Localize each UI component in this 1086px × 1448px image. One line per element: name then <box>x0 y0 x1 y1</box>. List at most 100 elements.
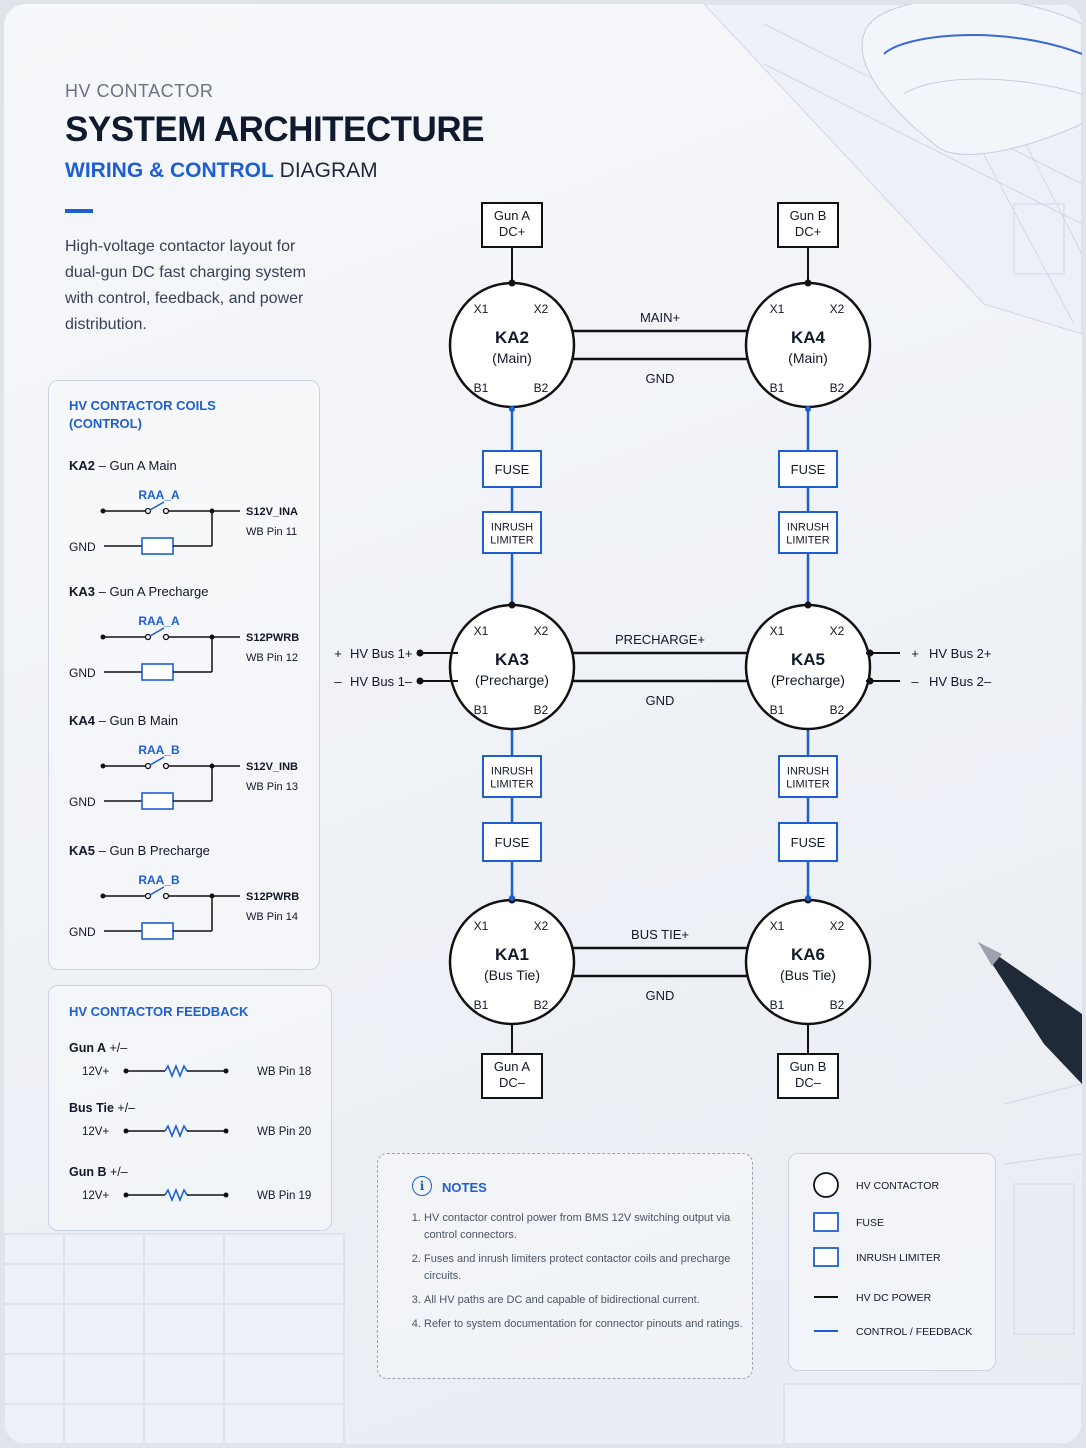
link-bottom-label: GND <box>646 371 675 386</box>
terminal-b1: B1 <box>474 703 489 717</box>
contactor-id: KA3 <box>495 650 529 669</box>
legend-label: HV DC POWER <box>856 1292 932 1304</box>
signal-label: S12PWRB <box>246 632 299 644</box>
inrush-label: LIMITER <box>490 779 533 791</box>
coil-heading: KA4 – Gun B Main <box>69 713 178 728</box>
terminal-b2: B2 <box>534 381 549 395</box>
bus-label: HV Bus 1– <box>350 674 413 689</box>
blueprint-background <box>4 4 1082 1444</box>
terminal-x1: X1 <box>770 624 785 638</box>
pin-label: WB Pin 12 <box>246 652 298 664</box>
feedback-dot <box>223 1068 229 1074</box>
inrush-label: INRUSH <box>491 766 533 778</box>
terminal-dot <box>804 601 812 609</box>
accent-bar <box>65 209 93 213</box>
page-subtitle: WIRING & CONTROL DIAGRAM <box>65 159 378 183</box>
inrush-box <box>778 755 838 798</box>
terminal-b1: B1 <box>474 998 489 1012</box>
subtitle-rest: DIAGRAM <box>279 159 378 182</box>
inrush-label: LIMITER <box>490 535 533 547</box>
feedback-title: HV CONTACTOR FEEDBACK <box>69 1004 249 1019</box>
legend-label: CONTROL / FEEDBACK <box>856 1326 972 1338</box>
legend-inrush-icon <box>813 1247 839 1267</box>
fuse-box <box>482 822 542 862</box>
bus-dot <box>416 677 424 685</box>
coil-dot <box>100 893 106 899</box>
feedback-heading: Gun A +/– <box>69 1041 127 1055</box>
signal-label: S12V_INB <box>246 761 298 773</box>
coil-desc: – Gun B Main <box>95 713 178 728</box>
terminal-b2: B2 <box>830 998 845 1012</box>
legend-label: HV CONTACTOR <box>856 1180 939 1192</box>
switch-contact <box>144 507 152 515</box>
feedback-heading: Gun B +/– <box>69 1165 128 1179</box>
coil-dot <box>100 508 106 514</box>
coil-desc: – Gun A Precharge <box>95 584 208 599</box>
terminal-label: Gun B <box>790 1059 827 1074</box>
bus-sign: – <box>911 674 919 689</box>
terminal-dot <box>804 279 812 287</box>
resistor-symbol <box>164 1123 188 1139</box>
gnd-label: GND <box>69 666 96 680</box>
feedback-dot <box>223 1192 229 1198</box>
coil-desc: – Gun A Main <box>95 458 177 473</box>
contactor-id: KA5 <box>791 650 825 669</box>
coil-heading: KA5 – Gun B Precharge <box>69 843 210 858</box>
resistor-symbol <box>164 1187 188 1203</box>
switch-arm <box>149 756 165 766</box>
coils-title: (CONTROL) <box>69 416 142 431</box>
feedback-src: 12V+ <box>82 1126 109 1138</box>
control-dot <box>805 895 811 901</box>
link-top-label: MAIN+ <box>640 310 680 325</box>
feedback-src: 12V+ <box>82 1066 109 1078</box>
signal-label: S12V_INA <box>246 506 298 518</box>
switch-arm <box>149 627 165 637</box>
terminal-x1: X1 <box>474 919 489 933</box>
terminal-b1: B1 <box>770 381 785 395</box>
terminal-label: Gun B <box>790 208 827 223</box>
coil-heading: KA2 – Gun A Main <box>69 458 177 473</box>
terminal-b1: B1 <box>770 998 785 1012</box>
feedback-name: Gun B <box>69 1165 107 1179</box>
fuse-box <box>778 822 838 862</box>
subtitle-accent: WIRING & CONTROL <box>65 159 274 182</box>
terminal-x2: X2 <box>830 624 845 638</box>
contactor-role: (Bus Tie) <box>780 967 836 983</box>
bus-label: HV Bus 2– <box>929 674 992 689</box>
terminal-x2: X2 <box>534 302 549 316</box>
contactor-role: (Main) <box>788 350 828 366</box>
switch-contact <box>144 892 152 900</box>
coils-title: HV CONTACTOR COILS <box>69 398 216 413</box>
feedback-suffix: +/– <box>114 1101 135 1115</box>
info-icon: i <box>412 1176 432 1196</box>
note-item: HV contactor control power from BMS 12V … <box>424 1210 744 1244</box>
terminal-b1: B1 <box>474 381 489 395</box>
switch-contact <box>162 507 170 515</box>
feedback-panel <box>48 985 332 1231</box>
terminal-x1: X1 <box>474 302 489 316</box>
terminal-x1: X1 <box>770 919 785 933</box>
control-dot <box>805 406 811 412</box>
switch-contact <box>144 633 152 641</box>
feedback-pin: WB Pin 19 <box>257 1190 311 1202</box>
legend-label: FUSE <box>856 1217 884 1229</box>
bus-dot <box>866 677 874 685</box>
terminal-box <box>777 1053 839 1099</box>
bus-label: HV Bus 2+ <box>929 646 992 661</box>
coil-id: KA4 <box>69 713 96 728</box>
relay-label: RAA_B <box>138 873 180 887</box>
terminal-label: DC– <box>795 1075 822 1090</box>
contactor-id: KA1 <box>495 945 529 964</box>
coil-id: KA2 <box>69 458 95 473</box>
bus-sign: + <box>334 646 342 661</box>
terminal-box <box>777 202 839 248</box>
legend-fuse-icon <box>813 1212 839 1232</box>
description: High-voltage contactor layout for dual-g… <box>65 238 306 333</box>
bus-sign: – <box>334 674 342 689</box>
pen-icon <box>978 942 1082 1084</box>
terminal-b2: B2 <box>830 703 845 717</box>
coil-symbol <box>141 663 174 681</box>
inrush-box <box>482 511 542 554</box>
fuse-label: FUSE <box>495 462 530 477</box>
bus-dot <box>416 649 424 657</box>
